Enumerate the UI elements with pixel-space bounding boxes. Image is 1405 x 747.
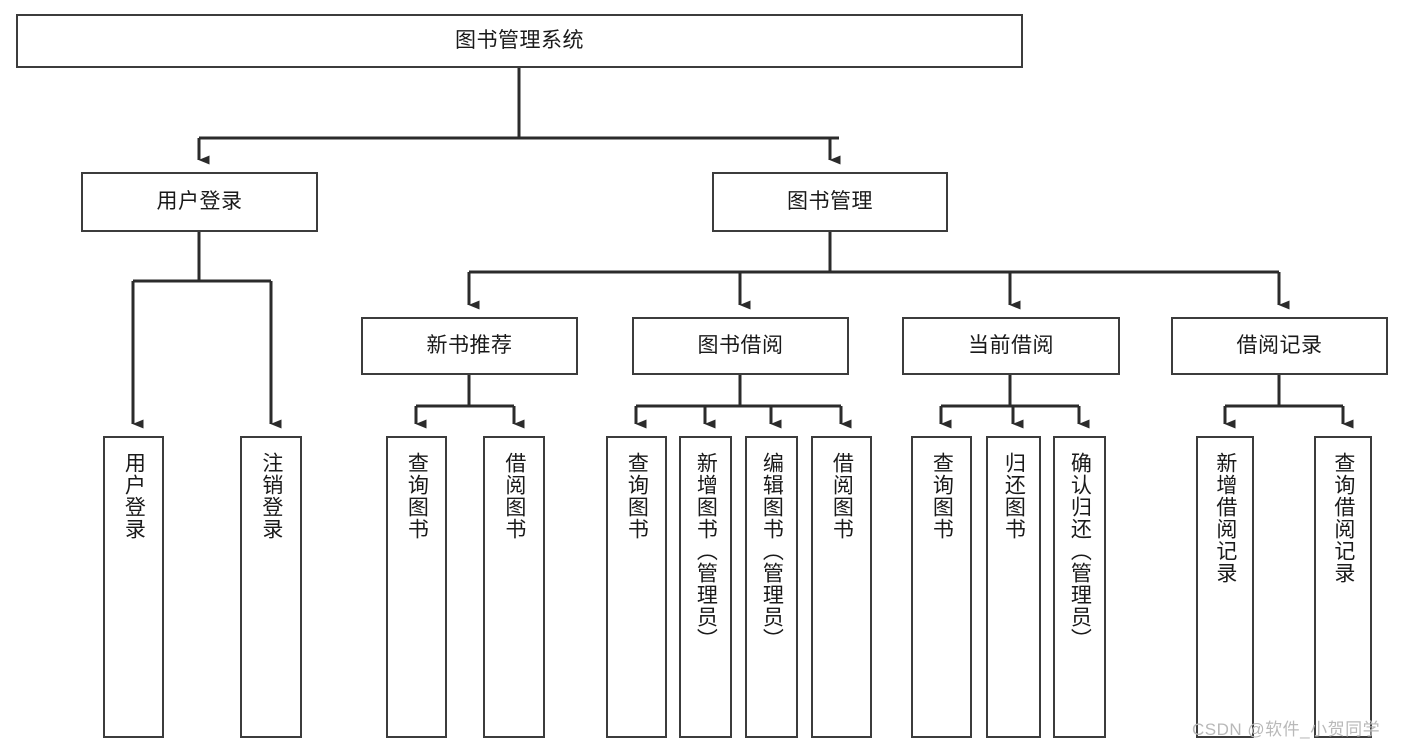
node-leaf-query-borrow-record[interactable]: 查询借阅记录 [1314, 436, 1372, 738]
node-leaf-return-book-label: 归还图书 [1002, 452, 1026, 540]
node-borrow-record[interactable]: 借阅记录 [1171, 317, 1388, 375]
node-leaf-query-book-borrow[interactable]: 查询图书 [606, 436, 667, 738]
node-leaf-borrow-book-rec-label: 借阅图书 [502, 452, 526, 540]
node-leaf-confirm-return-label: 确认归还（管理员） [1068, 452, 1092, 650]
node-leaf-add-borrow-record[interactable]: 新增借阅记录 [1196, 436, 1254, 738]
node-leaf-borrow-book-label: 借阅图书 [830, 452, 854, 540]
node-book-borrow[interactable]: 图书借阅 [632, 317, 849, 375]
node-leaf-add-borrow-record-label: 新增借阅记录 [1213, 452, 1237, 584]
node-current-borrow[interactable]: 当前借阅 [902, 317, 1120, 375]
node-new-book-recommend-label: 新书推荐 [426, 333, 513, 357]
csdn-watermark: CSDN @软件_小贺同学 [1192, 720, 1381, 739]
node-leaf-query-book-rec[interactable]: 查询图书 [386, 436, 447, 738]
node-leaf-edit-book[interactable]: 编辑图书（管理员） [745, 436, 798, 738]
node-leaf-user-login[interactable]: 用户登录 [103, 436, 164, 738]
node-leaf-confirm-return[interactable]: 确认归还（管理员） [1053, 436, 1106, 738]
node-current-borrow-label: 当前借阅 [968, 333, 1054, 357]
node-book-manage-label: 图书管理 [787, 189, 873, 213]
node-leaf-user-logout-label: 注销登录 [259, 452, 283, 540]
node-leaf-return-book[interactable]: 归还图书 [986, 436, 1041, 738]
node-borrow-record-label: 借阅记录 [1236, 333, 1323, 357]
node-leaf-edit-book-label: 编辑图书（管理员） [760, 452, 784, 650]
node-leaf-user-logout[interactable]: 注销登录 [240, 436, 302, 738]
node-book-manage[interactable]: 图书管理 [712, 172, 948, 232]
node-leaf-borrow-book-rec[interactable]: 借阅图书 [483, 436, 545, 738]
node-book-borrow-label: 图书借阅 [697, 333, 784, 357]
node-leaf-add-book[interactable]: 新增图书（管理员） [679, 436, 732, 738]
node-leaf-query-book-cur-label: 查询图书 [930, 452, 954, 540]
node-leaf-borrow-book[interactable]: 借阅图书 [811, 436, 872, 738]
node-leaf-user-login-label: 用户登录 [122, 452, 146, 540]
node-leaf-query-borrow-record-label: 查询借阅记录 [1331, 452, 1355, 584]
node-leaf-add-book-label: 新增图书（管理员） [694, 452, 718, 650]
node-leaf-query-book-cur[interactable]: 查询图书 [911, 436, 972, 738]
node-root[interactable]: 图书管理系统 [16, 14, 1023, 68]
node-user-login-label: 用户登录 [156, 189, 243, 213]
node-user-login[interactable]: 用户登录 [81, 172, 318, 232]
node-leaf-query-book-rec-label: 查询图书 [405, 452, 429, 540]
node-leaf-query-book-borrow-label: 查询图书 [625, 452, 649, 540]
node-root-label: 图书管理系统 [455, 28, 584, 52]
node-new-book-recommend[interactable]: 新书推荐 [361, 317, 578, 375]
